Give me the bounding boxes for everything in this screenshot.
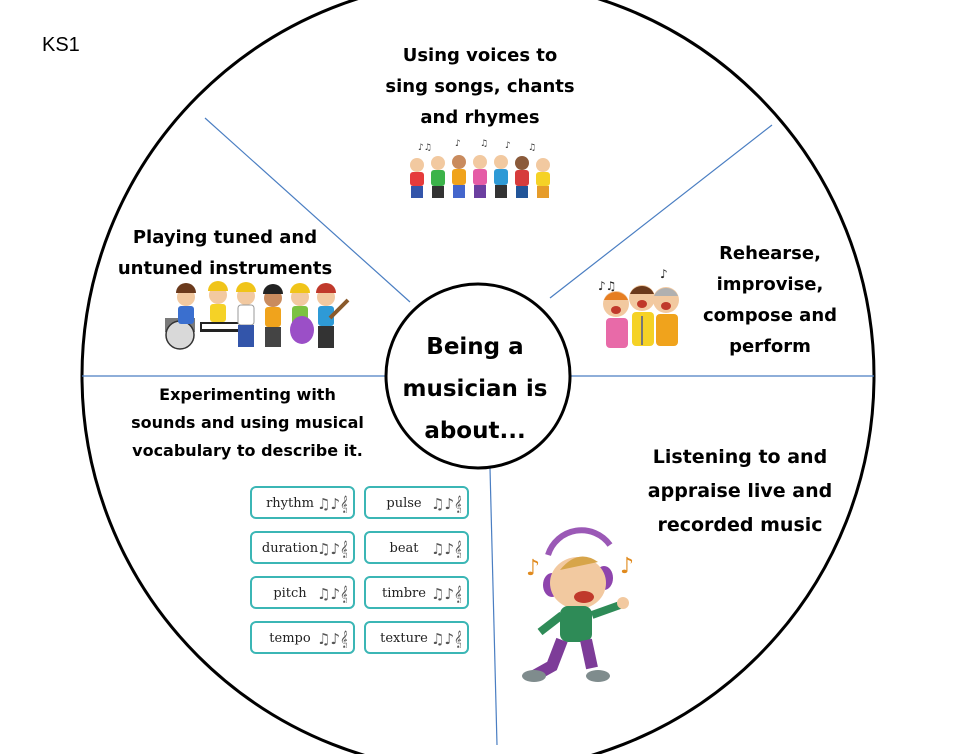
music-notes-icon: ♫♪𝄞: [317, 493, 349, 517]
vocab-card: timbre ♫♪𝄞: [364, 576, 469, 609]
center-title: Being a musician is about...: [400, 326, 550, 452]
music-notes-icon: ♫♪𝄞: [431, 538, 463, 562]
divider-upper-right: [549, 124, 773, 299]
vocab-word: pulse: [386, 496, 422, 511]
segment-instruments-line: untuned instruments: [117, 258, 333, 279]
vocab-word: duration: [261, 541, 319, 556]
segment-voices-line: sing songs, chants: [385, 76, 575, 97]
svg-text:♪: ♪: [526, 556, 540, 581]
center-title-line: musician is: [402, 376, 548, 402]
svg-text:♪: ♪: [505, 141, 511, 151]
vocab-card: rhythm ♫♪𝄞: [250, 486, 355, 519]
svg-text:♫♪𝄞: ♫♪𝄞: [431, 630, 461, 648]
vocab-card: pitch ♫♪𝄞: [250, 576, 355, 609]
segment-experimenting-line: sounds and using musical: [131, 413, 364, 432]
vocab-word: tempo: [269, 631, 311, 646]
segment-listening-line: appraise live and: [647, 480, 833, 502]
music-notes-icon: ♫♪𝄞: [431, 628, 463, 652]
svg-text:♫♪𝄞: ♫♪𝄞: [317, 540, 347, 558]
vocab-word: pitch: [273, 586, 307, 601]
segment-voices-line: and rhymes: [420, 107, 540, 128]
vocab-word: texture: [380, 631, 428, 646]
segment-experimenting-line: Experimenting with: [159, 385, 336, 404]
music-notes-icon: ♫♪𝄞: [317, 628, 349, 652]
segment-voices-line: Using voices to: [402, 45, 558, 66]
vocab-word: rhythm: [266, 496, 314, 511]
svg-text:♫♪𝄞: ♫♪𝄞: [317, 495, 347, 513]
center-title-line: Being a: [426, 334, 524, 360]
divider-bottom: [489, 467, 498, 746]
headphones-dancer-illustration: ♪ ♪: [522, 527, 634, 682]
vocab-card: texture ♫♪𝄞: [364, 621, 469, 654]
svg-text:♪: ♪: [455, 139, 461, 149]
segment-rehearse-text: Rehearse, improvise, compose and perform: [690, 238, 850, 362]
vocab-card: tempo ♫♪𝄞: [250, 621, 355, 654]
vocab-word: beat: [389, 541, 419, 556]
music-notes-icon: ♫♪𝄞: [431, 583, 463, 607]
vocabulary-cards: rhythm ♫♪𝄞 pulse ♫♪𝄞 duration ♫♪𝄞 beat ♫…: [242, 480, 474, 662]
svg-text:♪♫: ♪♫: [418, 143, 432, 153]
segment-instruments-line: Playing tuned and: [132, 227, 318, 248]
svg-text:♫♪𝄞: ♫♪𝄞: [317, 630, 347, 648]
segment-listening-line: recorded music: [657, 514, 823, 536]
center-circle: [384, 282, 572, 470]
segment-instruments-text: Playing tuned and untuned instruments: [110, 222, 340, 284]
segment-listening-line: Listening to and: [652, 446, 828, 468]
music-notes-icon: ♫♪𝄞: [431, 493, 463, 517]
segment-voices-text: Using voices to sing songs, chants and r…: [380, 40, 580, 133]
segment-experimenting-line: vocabulary to describe it.: [132, 441, 363, 460]
band-instruments-illustration: [165, 281, 350, 350]
svg-text:♫♪𝄞: ♫♪𝄞: [431, 540, 461, 558]
svg-text:♫♪𝄞: ♫♪𝄞: [431, 585, 461, 603]
child-figures: [410, 155, 550, 198]
divider-upper-left: [204, 117, 411, 303]
singing-trio-illustration: ♪♫ ♪: [598, 267, 679, 348]
segment-rehearse-line: Rehearse,: [719, 243, 821, 264]
key-stage-label: KS1: [42, 34, 80, 56]
segment-experimenting-text: Experimenting with sounds and using musi…: [115, 381, 380, 465]
vocab-card: pulse ♫♪𝄞: [364, 486, 469, 519]
svg-text:♫♪𝄞: ♫♪𝄞: [431, 495, 461, 513]
segment-rehearse-line: compose and: [702, 305, 838, 326]
svg-text:♫♪𝄞: ♫♪𝄞: [317, 585, 347, 603]
vocab-word: timbre: [382, 586, 426, 601]
music-notes-icon: ♫♪𝄞: [317, 538, 349, 562]
singing-children-illustration: ♪♫♪♫ ♪♫: [410, 139, 550, 198]
segment-dividers: [82, 117, 874, 746]
vocab-card: beat ♫♪𝄞: [364, 531, 469, 564]
segment-rehearse-line: perform: [729, 336, 811, 357]
svg-text:♫: ♫: [528, 143, 536, 153]
svg-text:♫: ♫: [480, 139, 488, 149]
music-notes: ♪♫♪♫ ♪♫: [418, 139, 536, 153]
center-title-line: about...: [424, 418, 526, 444]
segment-listening-text: Listening to and appraise live and recor…: [640, 440, 840, 542]
music-notes-icon: ♫♪𝄞: [317, 583, 349, 607]
segment-rehearse-line: improvise,: [716, 274, 824, 295]
vocab-card: duration ♫♪𝄞: [250, 531, 355, 564]
svg-text:♪: ♪: [620, 554, 634, 579]
svg-text:♪♫: ♪♫: [598, 279, 616, 293]
svg-text:♪: ♪: [660, 267, 668, 281]
